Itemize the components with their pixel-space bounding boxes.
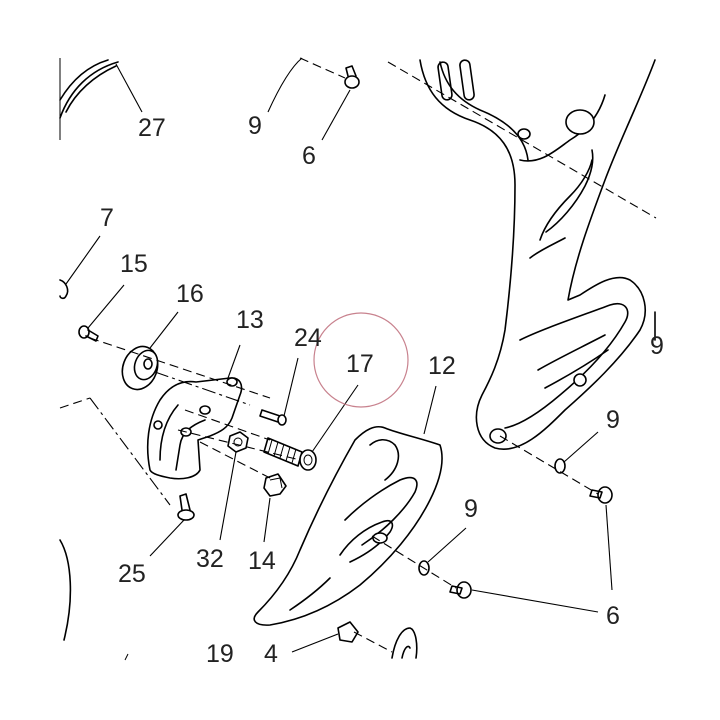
callout-14: 14 bbox=[248, 547, 276, 575]
part-6-screw-top bbox=[344, 65, 360, 89]
callout-17: 17 bbox=[346, 350, 374, 378]
callout-labels: 27 9 6 7 15 16 13 24 17 12 9 9 6 25 32 1… bbox=[100, 112, 664, 668]
callout-24: 24 bbox=[294, 324, 322, 352]
part-6-screw-b bbox=[449, 581, 472, 599]
callout-15: 15 bbox=[120, 250, 148, 278]
part-27-fairing-edge bbox=[59, 58, 119, 140]
part-6-screw-a bbox=[589, 486, 613, 504]
leader-lines bbox=[65, 57, 613, 653]
callout-13: 13 bbox=[236, 306, 264, 334]
part-4-clip bbox=[337, 621, 359, 643]
callout-6-top: 6 bbox=[302, 142, 316, 170]
callout-32: 32 bbox=[196, 545, 224, 573]
assembly-lines bbox=[59, 57, 657, 653]
callout-12: 12 bbox=[428, 352, 456, 380]
callout-27: 27 bbox=[138, 114, 166, 142]
callout-9-mid: 9 bbox=[464, 495, 478, 523]
callout-25: 25 bbox=[118, 560, 146, 588]
callout-9-top: 9 bbox=[248, 112, 262, 140]
part-32-nut bbox=[227, 431, 249, 453]
part-9-washer-a bbox=[554, 458, 566, 474]
callout-19: 19 bbox=[206, 640, 234, 668]
callout-9-right: 9 bbox=[606, 406, 620, 434]
highlight-circle bbox=[313, 312, 409, 408]
part-14-clip bbox=[263, 473, 287, 497]
part-12-upper-panel bbox=[419, 59, 656, 450]
part-25-screw bbox=[177, 493, 195, 521]
bottom-fragments bbox=[59, 539, 418, 661]
part-7-fragment bbox=[59, 279, 69, 300]
part-17-bolt bbox=[263, 437, 317, 471]
part-12-lower-panel bbox=[253, 425, 443, 626]
callout-16: 16 bbox=[176, 280, 204, 308]
part-24-screw bbox=[259, 409, 287, 426]
callout-7: 7 bbox=[100, 204, 114, 232]
part-13-bracket bbox=[146, 377, 243, 480]
callout-4: 4 bbox=[264, 640, 278, 668]
callout-9-edge: 9 bbox=[650, 332, 664, 360]
callout-6-bottom: 6 bbox=[606, 602, 620, 630]
